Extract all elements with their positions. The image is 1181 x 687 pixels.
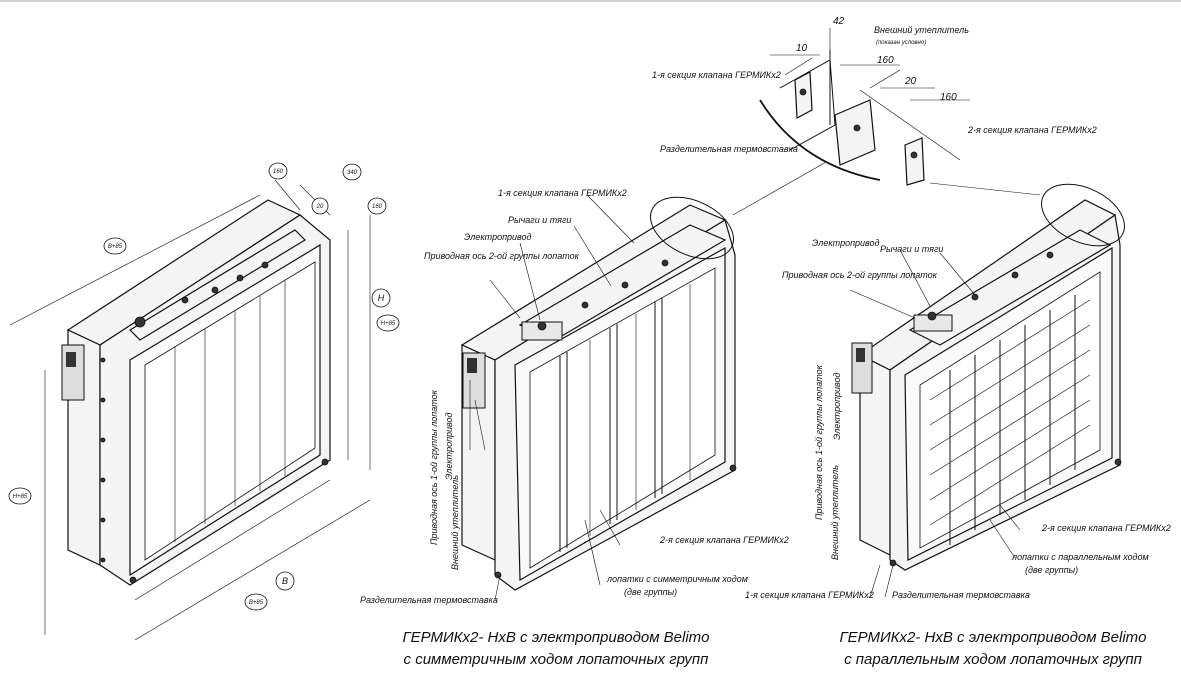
parallel-blades	[929, 295, 1091, 545]
detail-dim-10: 10	[796, 43, 808, 54]
dim-h-bubble: H	[371, 288, 391, 308]
detail-view: 42 10 160 20 160 Внешний утеплитель (пок…	[652, 16, 1097, 186]
mid-actuator-v-label: Электропривод	[444, 412, 454, 480]
dim-20-bubble: 20	[311, 197, 329, 215]
mid-drive-axis1-label: Приводная ось 1-ой группы лопаток	[429, 389, 439, 545]
detail-dim-20: 20	[904, 76, 917, 87]
right-seal-v-label: Внешний утеплитель	[830, 465, 840, 560]
dim-h85: H+85	[381, 321, 396, 327]
right-detail-callout-circle	[1041, 183, 1125, 247]
mid-caption-line1: ГЕРМИКх2- НхВ с электроприводом Belimo	[402, 629, 709, 646]
detail-seal-label: Внешний утеплитель	[874, 25, 969, 35]
mid-actuator-label: Электропривод	[464, 232, 532, 242]
dim-b85-bubble: B+85	[244, 593, 268, 611]
mid-levers-label: Рычаги и тяги	[508, 215, 571, 225]
right-blades-note: (две группы)	[1025, 565, 1078, 575]
mid-blades-note: (две группы)	[624, 587, 677, 597]
right-actuator-v-label: Электропривод	[832, 372, 842, 440]
detail-thermo-label: Разделительная термовставка	[660, 144, 798, 154]
dim-20: 20	[316, 204, 324, 210]
right-thermo-label: Разделительная термовставка	[892, 590, 1030, 600]
dim-b: B	[282, 576, 288, 586]
left-damper-view: 160 340 20 160 H H+85 B B+85	[8, 162, 400, 641]
right-section1-label: 1-я секция клапана ГЕРМИКх2	[745, 590, 874, 600]
dim-b85-top-bubble: B+85	[103, 237, 127, 255]
detail-dim-160b: 160	[940, 92, 957, 103]
detail-dim-160: 160	[877, 55, 894, 66]
dim-b85-top: B+85	[108, 244, 123, 250]
detail-section2-label: 2-я секция клапана ГЕРМИКх2	[967, 125, 1097, 135]
right-levers-label: Рычаги и тяги	[880, 244, 943, 254]
dim-160-bubble: 160	[268, 162, 288, 180]
dim-160: 160	[273, 169, 284, 175]
right-actuator-label: Электропривод	[812, 238, 880, 248]
dim-b-bubble: B	[275, 571, 295, 591]
mid-blades-label: лопатки с симметричным ходом	[606, 574, 748, 584]
dim-h85-left-bubble: H+85	[8, 487, 32, 505]
detail-section1-label: 1-я секция клапана ГЕРМИКх2	[652, 70, 781, 80]
top-rule	[0, 0, 1181, 2]
detail-dim-42: 42	[833, 16, 845, 27]
middle-damper-view: 1-я секция клапана ГЕРМИКх2 Рычаги и тяг…	[360, 156, 836, 668]
detail-callout-circle	[650, 196, 734, 260]
mid-drive-axis-line: Приводная ось 2-ой группы лопаток	[424, 251, 580, 261]
right-section2-label: 2-я секция клапана ГЕРМИКх2	[1041, 523, 1171, 533]
right-caption-line2: с параллельным ходом лопаточных групп	[844, 651, 1142, 668]
mid-seal-v-label: Внешний утеплитель	[450, 475, 460, 570]
right-damper-view: Электропривод Рычаги и тяги Приводная ос…	[745, 182, 1171, 668]
dim-340-bubble: 340	[342, 163, 362, 181]
right-blades-label: лопатки с параллельным ходом	[1011, 552, 1149, 562]
dim-160b: 160	[372, 204, 383, 210]
dim-160b-bubble: 160	[367, 197, 387, 215]
mid-section2-label: 2-я секция клапана ГЕРМИКх2	[659, 535, 789, 545]
dim-h85-left: H+85	[13, 494, 28, 500]
detail-seal-note: (показан условно)	[876, 40, 926, 46]
mid-drive-axis-label: Приводная ось 2-ой группы лопаток	[424, 251, 580, 261]
right-caption-line1: ГЕРМИКх2- НхВ с электроприводом Belimo	[839, 629, 1146, 646]
mid-thermo-label: Разделительная термовставка	[360, 595, 498, 605]
right-drive-axis-label: Приводная ось 2-ой группы лопаток	[782, 270, 938, 280]
mid-section1-label: 1-я секция клапана ГЕРМИКх2	[498, 188, 627, 198]
right-drive-axis1-label: Приводная ось 1-ой группы лопаток	[814, 364, 824, 520]
dim-h: H	[378, 293, 385, 303]
mid-caption-line2: с симметричным ходом лопаточных групп	[404, 651, 709, 668]
dim-b85: B+85	[249, 600, 264, 606]
dim-h85-bubble: H+85	[376, 314, 400, 332]
dim-340: 340	[347, 170, 358, 176]
symmetric-blades	[559, 284, 691, 552]
